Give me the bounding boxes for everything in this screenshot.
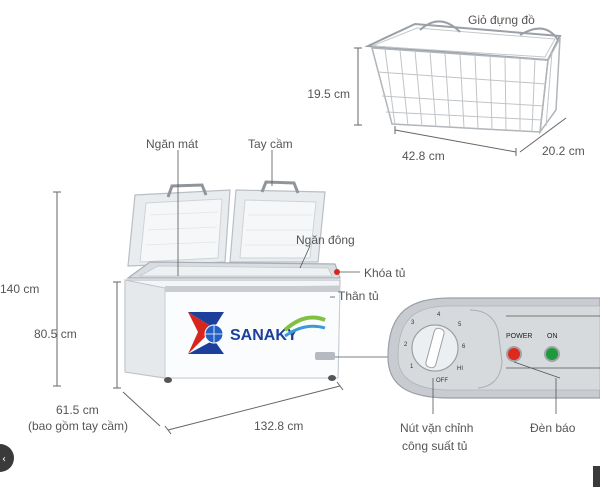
- dial-off-label: OFF: [436, 378, 448, 384]
- sanaky-logo: [188, 312, 224, 354]
- on-label: ON: [547, 333, 558, 340]
- freezer-body: [124, 279, 341, 383]
- basket-label: Giỏ đựng đồ: [468, 13, 535, 27]
- depth-label: 61.5 cm: [56, 403, 99, 417]
- depth-dimension: [122, 391, 161, 427]
- handle-label: Tay cầm: [248, 137, 293, 151]
- total-height-dimension: [53, 191, 61, 387]
- dial-number-2: 2: [404, 342, 408, 348]
- on-led-icon: [546, 348, 558, 360]
- width-dimension: [164, 381, 344, 435]
- lid-handles: [166, 180, 300, 198]
- basket-width-dimension: [519, 117, 567, 153]
- dial-number-1: 1: [410, 364, 414, 370]
- body-height-dimension: [113, 281, 121, 389]
- control-pointers: [432, 315, 600, 414]
- basket-length-label: 42.8 cm: [402, 149, 445, 163]
- basket-illustration: [364, 20, 562, 135]
- control-panel-zoom: [387, 297, 600, 399]
- lock-icon: [334, 269, 340, 275]
- power-label: POWER: [506, 333, 532, 340]
- indicator-label: Đèn báo: [530, 421, 576, 435]
- dial-number-5: 5: [458, 322, 462, 328]
- freezer-lids: [127, 189, 326, 267]
- width-label: 132.8 cm: [254, 419, 303, 433]
- freezer-compartment-label: Ngăn đông: [296, 233, 355, 247]
- brand-name: SANAKY: [230, 327, 298, 344]
- depth-note: (bao gồm tay cầm): [28, 419, 128, 433]
- power-knob-label-line2: công suất tủ: [402, 439, 467, 453]
- power-led-icon: [508, 348, 520, 360]
- cool-compartment-label: Ngăn mát: [146, 137, 199, 151]
- dial-number-6: 6: [462, 344, 466, 350]
- basket-width-label: 20.2 cm: [542, 144, 585, 158]
- control-strip: [315, 352, 335, 360]
- basket-height-label: 19.5 cm: [307, 87, 350, 101]
- body-height-label: 80.5 cm: [34, 327, 77, 341]
- chevron-left-icon: ‹: [2, 454, 6, 465]
- next-arrow-button[interactable]: [593, 466, 600, 487]
- freezer-top-opening: [126, 261, 341, 279]
- total-height-label: 140 cm: [0, 282, 39, 296]
- lock-label: Khóa tủ: [364, 266, 405, 280]
- dial-number-3: 3: [411, 320, 415, 326]
- decorative-swoosh: [283, 315, 326, 332]
- basket-height-dimension: [354, 47, 362, 126]
- dial-hi-label: HI: [457, 366, 463, 372]
- body-label: Thân tủ: [338, 289, 379, 303]
- part-pointers: [177, 150, 390, 358]
- prev-arrow-button[interactable]: [0, 444, 14, 472]
- dial-number-4: 4: [437, 312, 441, 318]
- power-knob-label-line1: Nút vặn chỉnh: [400, 421, 473, 435]
- power-knob: [411, 324, 459, 372]
- basket-length-dimension: [394, 126, 517, 156]
